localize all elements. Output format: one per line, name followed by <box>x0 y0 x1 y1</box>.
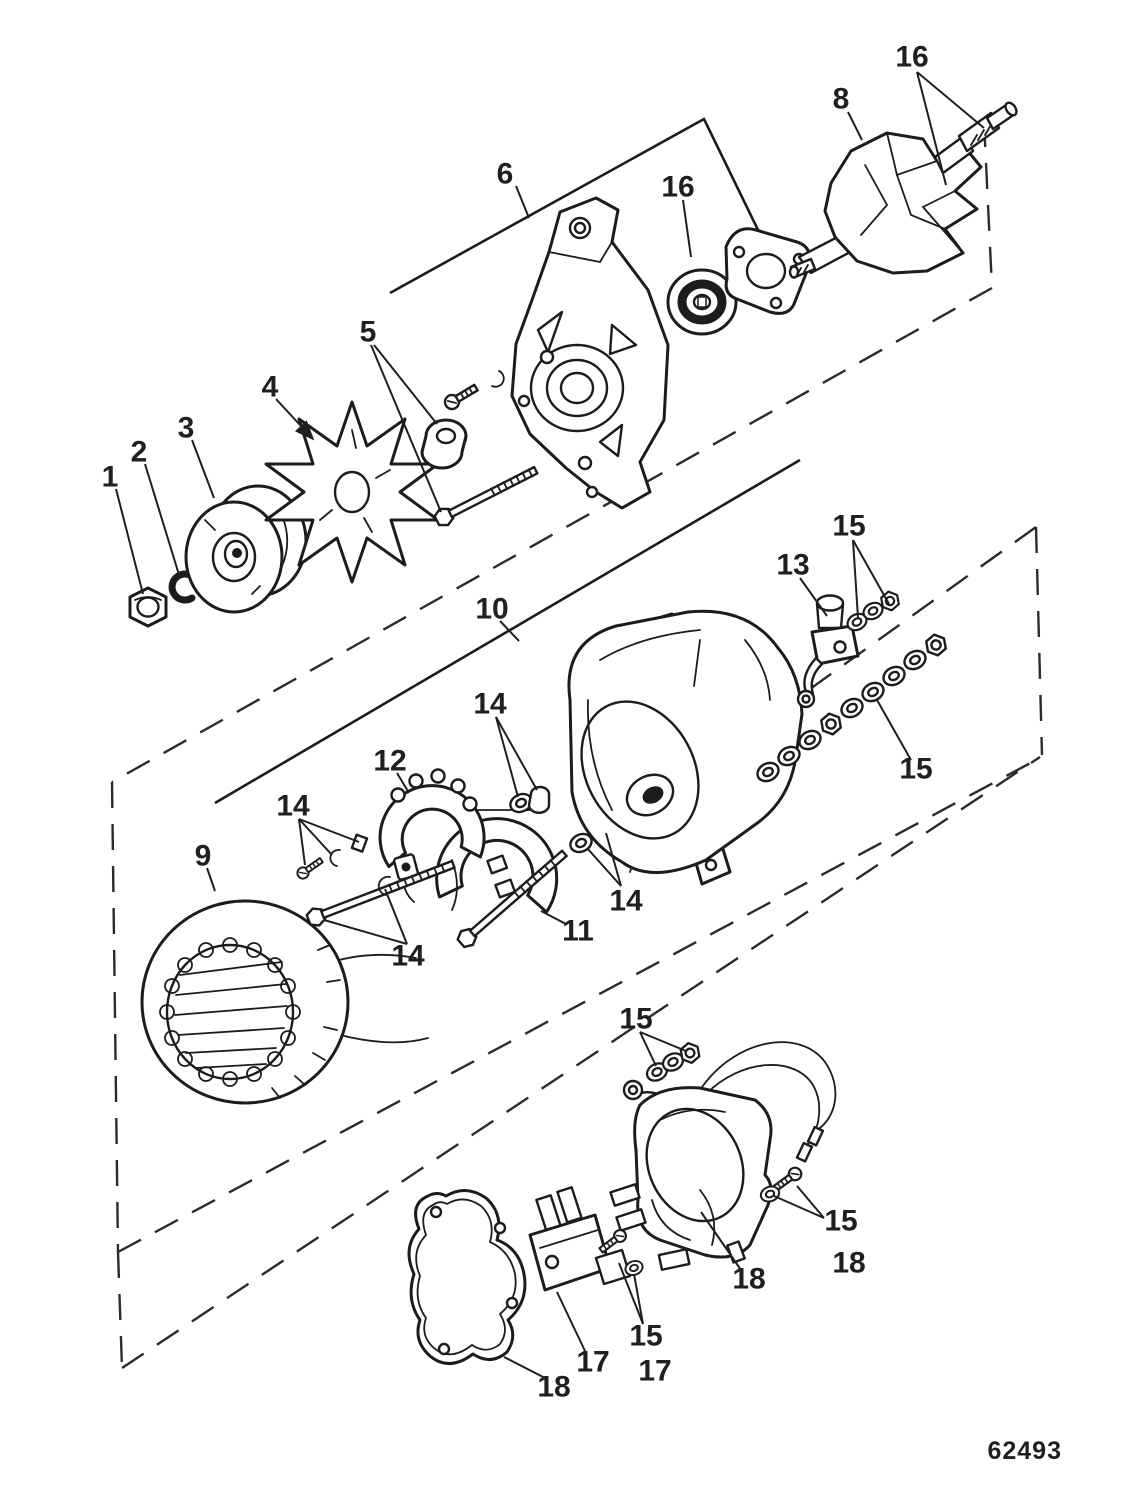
callout-14: 14 <box>276 790 310 823</box>
leader-line-15 <box>618 1262 644 1325</box>
brush-holder-part-17 <box>528 1186 632 1292</box>
bearing-part-16-front <box>666 268 738 336</box>
callout-14: 14 <box>609 885 643 918</box>
leader-line-15 <box>876 699 912 761</box>
leader-line-16 <box>682 199 692 258</box>
callout-16: 16 <box>661 171 694 204</box>
leader-line-8 <box>847 111 863 141</box>
fan-part-4 <box>264 400 440 584</box>
callout-18: 18 <box>537 1371 570 1404</box>
leader-line-5 <box>370 344 442 513</box>
stator-teeth <box>159 937 301 1087</box>
housing-through-bolt-b <box>456 849 568 949</box>
spacer-part-5 <box>420 418 468 470</box>
callout-6: 6 <box>497 158 514 191</box>
leader-line-14 <box>384 888 408 945</box>
callout-18: 18 <box>832 1247 865 1280</box>
callout-14: 14 <box>391 940 425 973</box>
through-bolt-top <box>433 465 539 527</box>
rear-housing-part-10 <box>567 609 804 886</box>
washer-nut-trio-15-bottom <box>642 1040 702 1086</box>
leader-line-18 <box>700 1211 742 1271</box>
callout-18: 18 <box>732 1263 765 1296</box>
gasket-part-18 <box>407 1189 527 1365</box>
leader-line-14 <box>298 818 360 843</box>
hardware-14-mid <box>377 875 391 896</box>
bearing-retainer-plate <box>724 227 812 315</box>
leader-line-6 <box>515 185 530 219</box>
callout-16: 16 <box>895 41 928 74</box>
housing-through-bolt-a <box>305 859 456 927</box>
callout-14: 14 <box>473 688 507 721</box>
leader-line-18 <box>503 1356 546 1379</box>
assembly-indicator-lines <box>214 117 801 805</box>
leader-line-16 <box>916 71 947 186</box>
washer-nut-trio-15-top <box>843 589 901 635</box>
leader-line-2 <box>144 463 181 579</box>
callout-5: 5 <box>360 316 377 349</box>
leader-line-14 <box>605 832 622 887</box>
callout-10: 10 <box>475 593 508 626</box>
callout-4: 4 <box>262 371 279 404</box>
leader-line-14 <box>298 818 306 866</box>
callout-15: 15 <box>832 510 865 543</box>
callout-15: 15 <box>899 753 932 786</box>
callout-8: 8 <box>833 83 850 116</box>
callout-17: 17 <box>638 1355 671 1388</box>
leader-line-4 <box>275 398 315 441</box>
rectifier-part-12 <box>378 768 486 911</box>
leader-line-15 <box>852 539 890 605</box>
leader-line-9 <box>206 867 216 892</box>
leader-line-14 <box>298 818 333 856</box>
hardware-14-upper <box>506 785 551 817</box>
leader-line-15 <box>639 1031 657 1067</box>
leader-line-15 <box>796 1185 825 1219</box>
leader-line-11 <box>540 910 567 925</box>
leader-line-15 <box>639 1031 687 1052</box>
terminal-part-13 <box>796 594 860 709</box>
stator-laminations <box>271 944 341 1099</box>
front-bracket-part-6 <box>510 196 670 510</box>
callout-9: 9 <box>195 840 212 873</box>
stator-slots <box>174 961 288 1069</box>
nut-part-1 <box>128 586 168 628</box>
leader-line-15 <box>773 1195 825 1219</box>
callout-15: 15 <box>619 1003 652 1036</box>
leader-line-3 <box>191 439 215 499</box>
leader-line-5 <box>373 344 438 425</box>
callout-17: 17 <box>576 1346 609 1379</box>
bracket-screw <box>441 370 505 413</box>
callout-1: 1 <box>102 461 119 494</box>
regulator-housing-18 <box>609 1041 837 1271</box>
leader-line-1 <box>115 488 144 595</box>
leader-line-10 <box>499 620 520 642</box>
group-boundary-dashed <box>110 120 1044 1369</box>
leader-line-17 <box>556 1291 586 1352</box>
drawing-number: 62493 <box>987 1437 1062 1465</box>
leader-line-15 <box>633 1273 644 1325</box>
leader-line-14 <box>586 847 622 887</box>
callout-2: 2 <box>131 436 148 469</box>
leader-line-16 <box>916 71 985 129</box>
callout-15: 15 <box>824 1205 857 1238</box>
stator-part-9 <box>140 899 429 1105</box>
leader-line-13 <box>799 577 828 617</box>
callout-11: 11 <box>562 915 594 948</box>
callout-3: 3 <box>178 412 195 445</box>
leader-line-14 <box>323 919 408 945</box>
leader-line-14 <box>495 716 538 791</box>
leader-line-14 <box>495 716 519 798</box>
callout-12: 12 <box>373 745 406 778</box>
hardware-14-left <box>294 833 369 882</box>
callout-15: 15 <box>629 1320 662 1353</box>
callout-13: 13 <box>776 549 809 582</box>
leader-line-15 <box>852 539 859 619</box>
leader-line-12 <box>396 772 410 794</box>
